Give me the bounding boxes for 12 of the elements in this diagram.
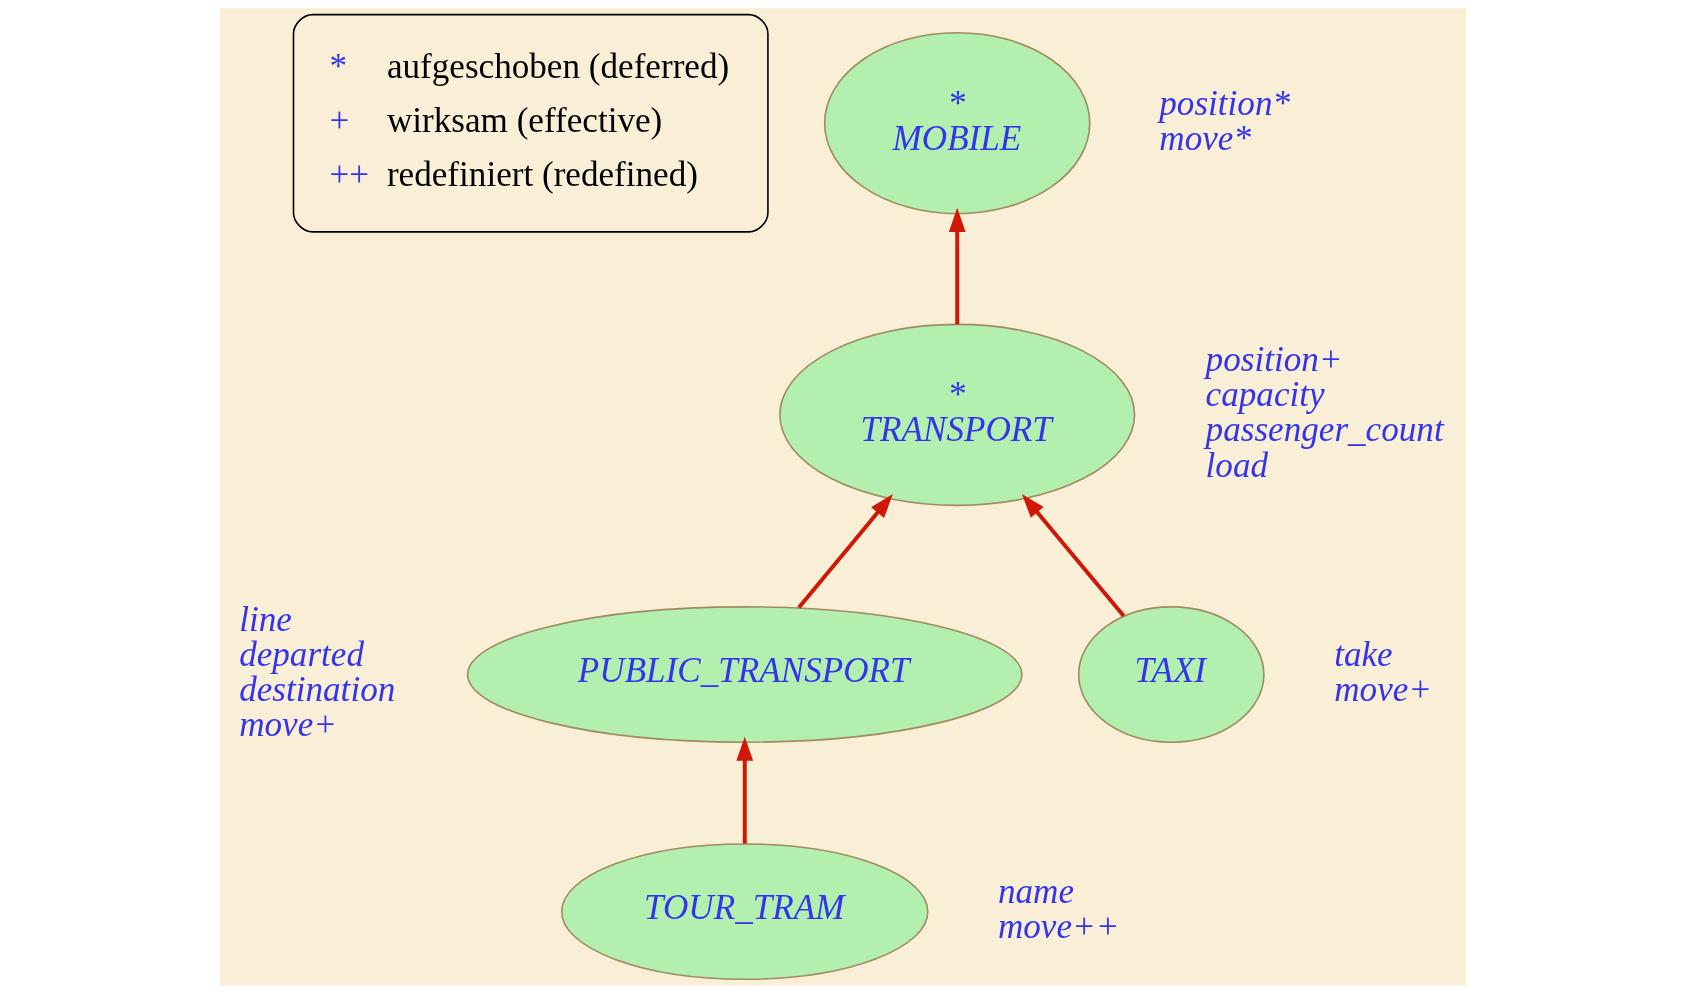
node-ellipse: * TRANSPORT [779,323,1136,507]
arrow [948,207,966,325]
node-ellipse: TOUR_TRAM [560,843,929,981]
arrow [1021,493,1126,618]
node-ellipse: * MOBILE [823,31,1091,215]
node-ellipse: TAXI [1077,606,1265,743]
node-box: * aufgeschoben (deferred) + wirksam (effective) ++ redefiniert (redefined) [292,13,769,233]
node-ellipse: PUBLIC_TRANSPORT [466,606,1023,743]
arrow [736,736,754,844]
node-label: move+ [239,705,337,745]
node-label: position+ [1205,340,1343,380]
arrow [797,494,893,609]
